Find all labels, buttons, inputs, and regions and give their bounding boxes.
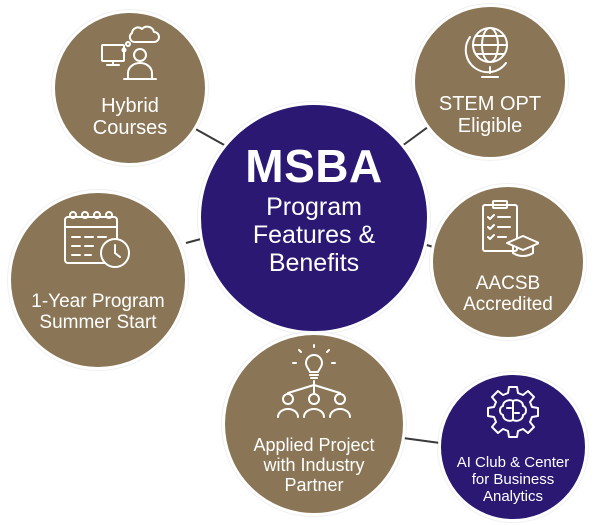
feature-label-line: STEM OPT — [438, 93, 542, 115]
calendar-clock-icon — [64, 211, 130, 268]
connector-aiclub — [402, 437, 441, 444]
center-title: MSBA — [245, 140, 383, 192]
feature-label-line: with Industry — [263, 455, 365, 476]
feature-label-line: AACSB — [475, 273, 541, 294]
feature-label-line: AI Club & Center — [456, 454, 570, 471]
feature-label-line: Analytics — [482, 487, 544, 505]
feature-stem-label: STEM OPT Eligible — [415, 93, 565, 138]
connector-hybrid — [191, 126, 227, 147]
feature-oneyear-label: 1-Year Program Summer Start — [11, 291, 185, 334]
center-node: MSBA Program Features & Benefits — [198, 102, 430, 334]
feature-aiclub-label: AI Club & Center for Business Analytics — [441, 454, 585, 505]
center-subtitle: Program Features & Benefits — [201, 193, 427, 277]
feature-label-line: Courses — [92, 117, 168, 140]
feature-label-line: Eligible — [457, 115, 523, 138]
center-subtitle-line: Benefits — [268, 249, 360, 277]
feature-label-line: Accredited — [463, 294, 553, 316]
feature-label-line: Partner — [284, 475, 344, 496]
feature-hybrid-label: Hybrid Courses — [55, 95, 205, 140]
feature-stem-opt: STEM OPT Eligible — [412, 4, 568, 160]
center-subtitle-line: Program — [266, 193, 362, 221]
feature-one-year-program: 1-Year Program Summer Start — [8, 190, 188, 370]
center-subtitle-line: Features & — [252, 221, 376, 249]
feature-aacsb-label: AACSB Accredited — [433, 273, 583, 316]
feature-label-line: Hybrid — [101, 95, 159, 117]
feature-project-label: Applied Project with Industry Partner — [225, 435, 403, 495]
feature-hybrid-courses: Hybrid Courses — [52, 10, 208, 166]
feature-label-line: Applied Project — [253, 435, 375, 455]
feature-label-line: 1-Year Program — [31, 291, 165, 312]
feature-label-line: for Business — [471, 470, 555, 488]
globe-icon — [464, 27, 508, 78]
brain-gear-icon — [487, 386, 539, 438]
feature-applied-project: Applied Project with Industry Partner — [222, 332, 406, 516]
feature-label-line: Summer Start — [39, 312, 157, 334]
remote-learning-icon — [101, 25, 160, 80]
feature-ai-club: AI Club & Center for Business Analytics — [438, 372, 588, 522]
feature-aacsb-accredited: AACSB Accredited — [430, 184, 586, 340]
checklist-graduation-cap-icon — [482, 200, 539, 257]
lightbulb-team-icon — [277, 344, 351, 418]
